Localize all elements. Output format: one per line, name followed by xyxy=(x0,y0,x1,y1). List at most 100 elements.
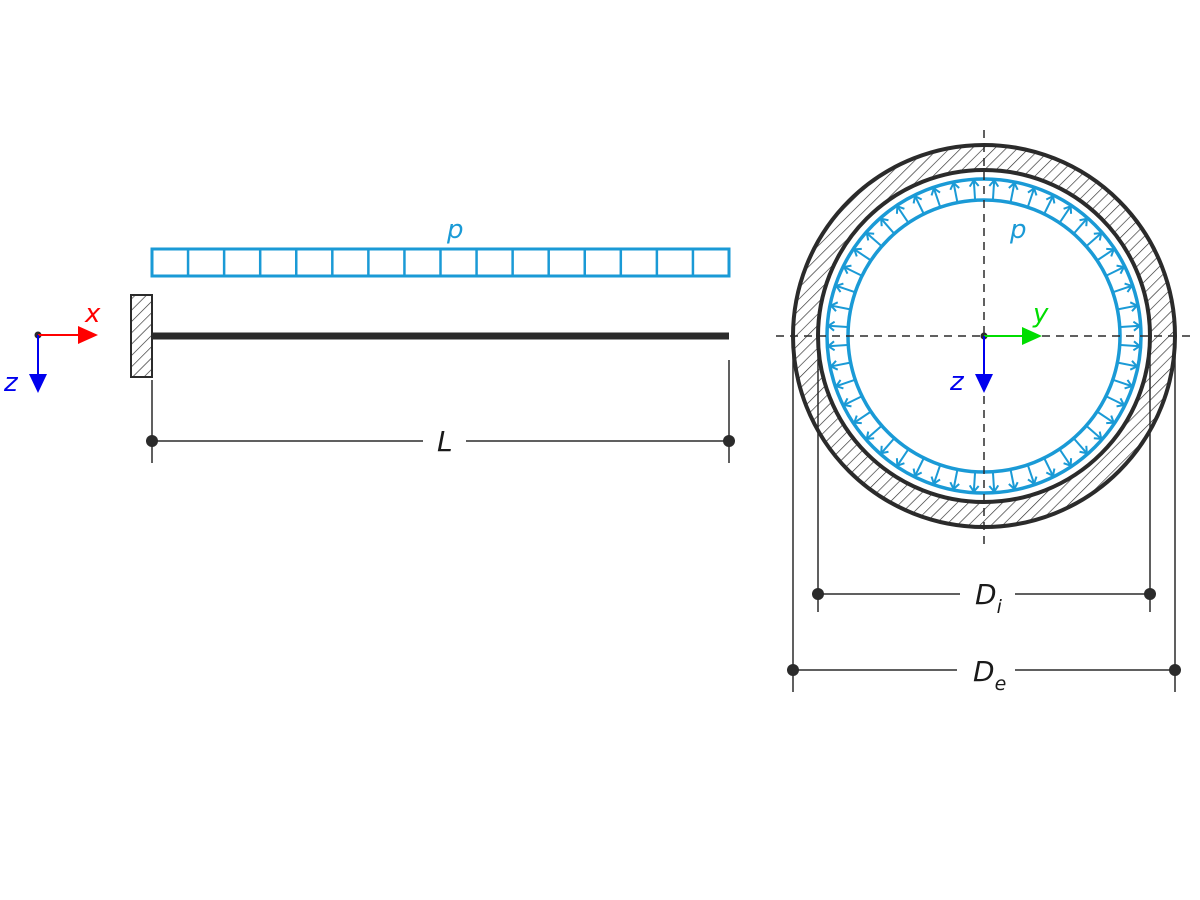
pressure-arrow xyxy=(830,361,850,368)
pressure-arrow xyxy=(991,180,996,200)
pressure-arrow xyxy=(853,411,871,424)
pressure-arrowhead xyxy=(826,340,836,352)
pressure-arrow xyxy=(932,187,941,207)
inner-diameter-label: Di xyxy=(975,578,1003,618)
pressure-arrow xyxy=(1086,232,1102,247)
inner-diameter-subscript: i xyxy=(997,596,1003,618)
pressure-arrow xyxy=(1097,411,1115,424)
pressure-arrowhead xyxy=(930,186,941,196)
pressure-arrowhead xyxy=(988,484,1000,494)
axis-z-label: z xyxy=(3,368,19,398)
pressure-arrowhead xyxy=(842,264,852,275)
pressure-arrow xyxy=(1027,465,1036,485)
pressure-arrow xyxy=(1113,284,1133,293)
pressure-arrowhead xyxy=(842,397,852,408)
pressure-arrowhead xyxy=(1132,320,1142,332)
load-label: p xyxy=(446,215,464,245)
z-axis-arrowhead xyxy=(29,374,47,393)
pressure-arrow xyxy=(914,458,925,477)
pressure-arrow xyxy=(843,266,862,277)
section-axes xyxy=(975,327,1042,393)
pressure-arrow xyxy=(1043,195,1054,214)
outer-diameter-main: D xyxy=(973,655,995,688)
z-axis-arrowhead xyxy=(975,374,993,393)
outer-diameter-label: De xyxy=(973,655,1006,695)
pressure-arrow xyxy=(1059,205,1072,223)
pressure-arrowhead xyxy=(1063,204,1073,214)
pressure-arrowhead xyxy=(1106,247,1116,257)
pressure-arrow xyxy=(866,232,882,247)
pressure-arrowhead xyxy=(1124,379,1134,390)
pressure-arrow xyxy=(828,343,848,348)
pressure-arrow xyxy=(972,472,977,492)
pressure-arrowhead xyxy=(1116,264,1126,275)
pressure-arrowhead xyxy=(895,458,905,468)
pressure-arrowhead xyxy=(1093,431,1103,440)
section-view: p y z Di De xyxy=(776,130,1195,695)
pressure-arrow xyxy=(1120,343,1140,348)
pressure-arrow xyxy=(830,304,850,311)
y-axis-arrowhead xyxy=(1022,327,1042,345)
pressure-arrow xyxy=(932,465,941,485)
pressure-arrow xyxy=(1106,266,1125,277)
pressure-arrow xyxy=(853,248,871,261)
pressure-arrowhead xyxy=(968,484,980,494)
axis-z-label: z xyxy=(949,367,965,397)
pressure-arrowhead xyxy=(865,232,875,241)
pressure-arrow xyxy=(991,472,996,492)
pressure-arrow xyxy=(866,425,882,440)
pressure-arrow xyxy=(835,284,855,293)
outer-diameter-dimension xyxy=(787,346,1181,692)
pressure-arrowhead xyxy=(1008,481,1019,491)
pressure-arrowhead xyxy=(1008,181,1019,191)
pressure-arrow xyxy=(972,180,977,200)
pressure-arrowhead xyxy=(1106,415,1116,425)
pressure-arrowhead xyxy=(826,320,836,332)
pressure-arrow xyxy=(1059,449,1072,467)
pressure-arrowhead xyxy=(1129,301,1139,312)
pressure-arrow xyxy=(1009,182,1016,202)
pressure-arrowhead xyxy=(1129,360,1139,371)
pressure-arrowhead xyxy=(1045,468,1056,478)
pressure-arrowhead xyxy=(912,194,923,204)
pressure-arrowhead xyxy=(968,178,980,188)
inner-diameter-dimension xyxy=(812,346,1156,612)
pressure-arrowhead xyxy=(829,360,839,371)
pressure-arrow xyxy=(1027,187,1036,207)
beam-axes xyxy=(29,326,98,393)
distributed-load xyxy=(150,247,731,278)
pressure-arrowhead xyxy=(1027,476,1038,486)
length-label: L xyxy=(437,425,453,458)
beam-view: p x z L xyxy=(3,215,735,463)
pressure-arrowhead xyxy=(1079,445,1088,455)
pressure-arrowhead xyxy=(1063,458,1073,468)
pressure-arrowhead xyxy=(1045,194,1056,204)
x-axis-arrowhead xyxy=(78,326,98,344)
pressure-arrowhead xyxy=(1079,217,1088,227)
inner-diameter-main: D xyxy=(975,578,997,611)
pressure-arrow xyxy=(828,324,848,329)
pressure-arrowhead xyxy=(1027,186,1038,196)
pressure-arrowhead xyxy=(880,217,889,227)
pressure-arrow xyxy=(1118,304,1138,311)
pressure-arrows xyxy=(826,178,1142,494)
pressure-arrow xyxy=(896,449,909,467)
pressure-arrow xyxy=(835,379,855,388)
axis-y-label: y xyxy=(1032,299,1049,329)
pressure-arrow xyxy=(1113,379,1133,388)
pressure-arrowhead xyxy=(1132,340,1142,352)
fixed-support xyxy=(130,294,153,378)
pressure-arrowhead xyxy=(852,415,862,425)
pressure-arrowhead xyxy=(912,468,923,478)
pressure-arrow xyxy=(1073,438,1088,454)
pressure-arrowhead xyxy=(1124,282,1134,293)
pressure-arrowhead xyxy=(930,476,941,486)
pressure-arrowhead xyxy=(949,181,960,191)
pressure-arrowhead xyxy=(834,379,844,390)
pressure-arrowhead xyxy=(988,178,1000,188)
pressure-arrow xyxy=(1043,458,1054,477)
pressure-arrow xyxy=(952,182,959,202)
pressure-arrow xyxy=(1073,218,1088,234)
pressure-arrow xyxy=(1097,248,1115,261)
